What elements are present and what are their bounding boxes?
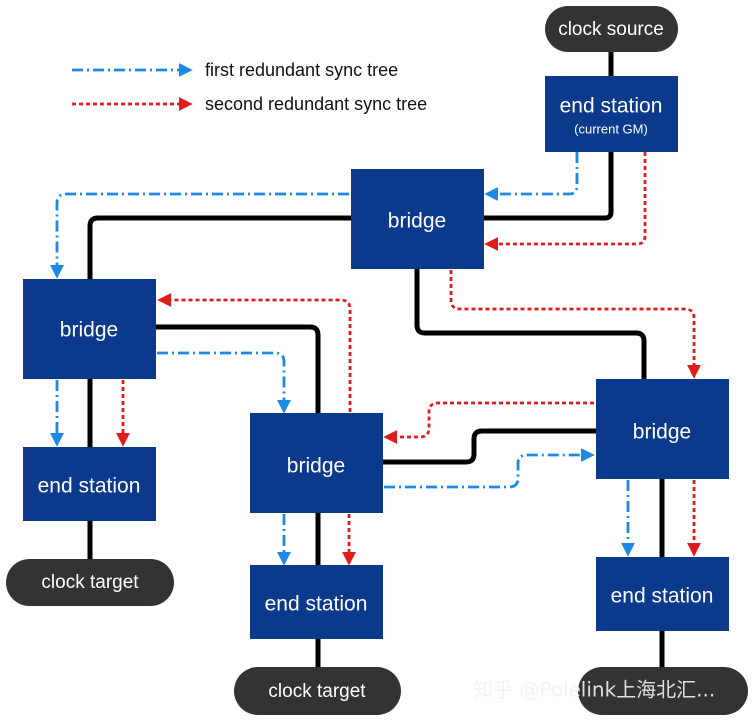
node-clock-source: clock source xyxy=(545,6,678,52)
blue-bridge-top-to-bridge-left xyxy=(50,192,349,279)
red-bridge-center-to-bridge-left xyxy=(157,293,352,412)
node-bridge-left: bridge xyxy=(23,279,156,379)
blue-bridge-center-to-bridge-right xyxy=(384,448,595,489)
red-bridge-top-to-bridge-right xyxy=(449,270,701,379)
gm-end-station-label: end station xyxy=(560,95,663,118)
first-sync-tree-paths xyxy=(50,152,635,566)
network-links xyxy=(87,47,665,671)
node-end-station-left: end station xyxy=(23,447,156,521)
end-station-center-label: end station xyxy=(265,593,368,616)
link-bridge-top-bridge-right xyxy=(414,265,647,383)
red-gm-to-bridge-top xyxy=(484,152,647,251)
bridge-center-label: bridge xyxy=(287,455,345,478)
end-station-left-label: end station xyxy=(38,475,141,498)
clock-target-center-label: clock target xyxy=(268,681,366,702)
link-bridge-left-bridge-center xyxy=(153,324,321,417)
node-clock-target-center: clock target xyxy=(234,667,401,715)
node-end-station-center: end station xyxy=(250,565,383,639)
blue-gm-to-bridge-top xyxy=(484,152,579,201)
bridge-left-label: bridge xyxy=(60,319,118,342)
watermark-text: 知乎 @Polelink上海北汇... xyxy=(473,678,715,702)
node-clock-target-right xyxy=(578,667,748,715)
gm-end-station-sublabel: (current GM) xyxy=(574,121,648,136)
legend: first redundant sync tree second redunda… xyxy=(72,60,427,114)
node-bridge-right: bridge xyxy=(596,379,729,479)
clock-source-label: clock source xyxy=(558,19,664,40)
second-sync-tree-paths xyxy=(116,152,701,566)
clock-target-left-label: clock target xyxy=(41,572,139,593)
link-bridge-top-bridge-left xyxy=(87,215,354,283)
node-bridge-center: bridge xyxy=(250,413,383,513)
bridge-top-label: bridge xyxy=(388,210,446,233)
legend-first-tree-label: first redundant sync tree xyxy=(205,60,398,80)
legend-second-tree-label: second redundant sync tree xyxy=(205,94,427,114)
blue-bridge-left-to-bridge-center xyxy=(157,351,291,414)
node-clock-target-left: clock target xyxy=(6,559,174,606)
red-bridge-right-to-bridge-center xyxy=(383,401,594,444)
link-bridge-center-bridge-right xyxy=(380,428,600,465)
bridge-right-label: bridge xyxy=(633,421,691,444)
link-gm-bridge-top xyxy=(481,147,614,221)
node-bridge-top: bridge xyxy=(351,169,484,269)
node-gm-end-station: end station (current GM) xyxy=(545,76,678,152)
node-end-station-right: end station xyxy=(596,557,729,631)
end-station-right-label: end station xyxy=(611,585,714,608)
